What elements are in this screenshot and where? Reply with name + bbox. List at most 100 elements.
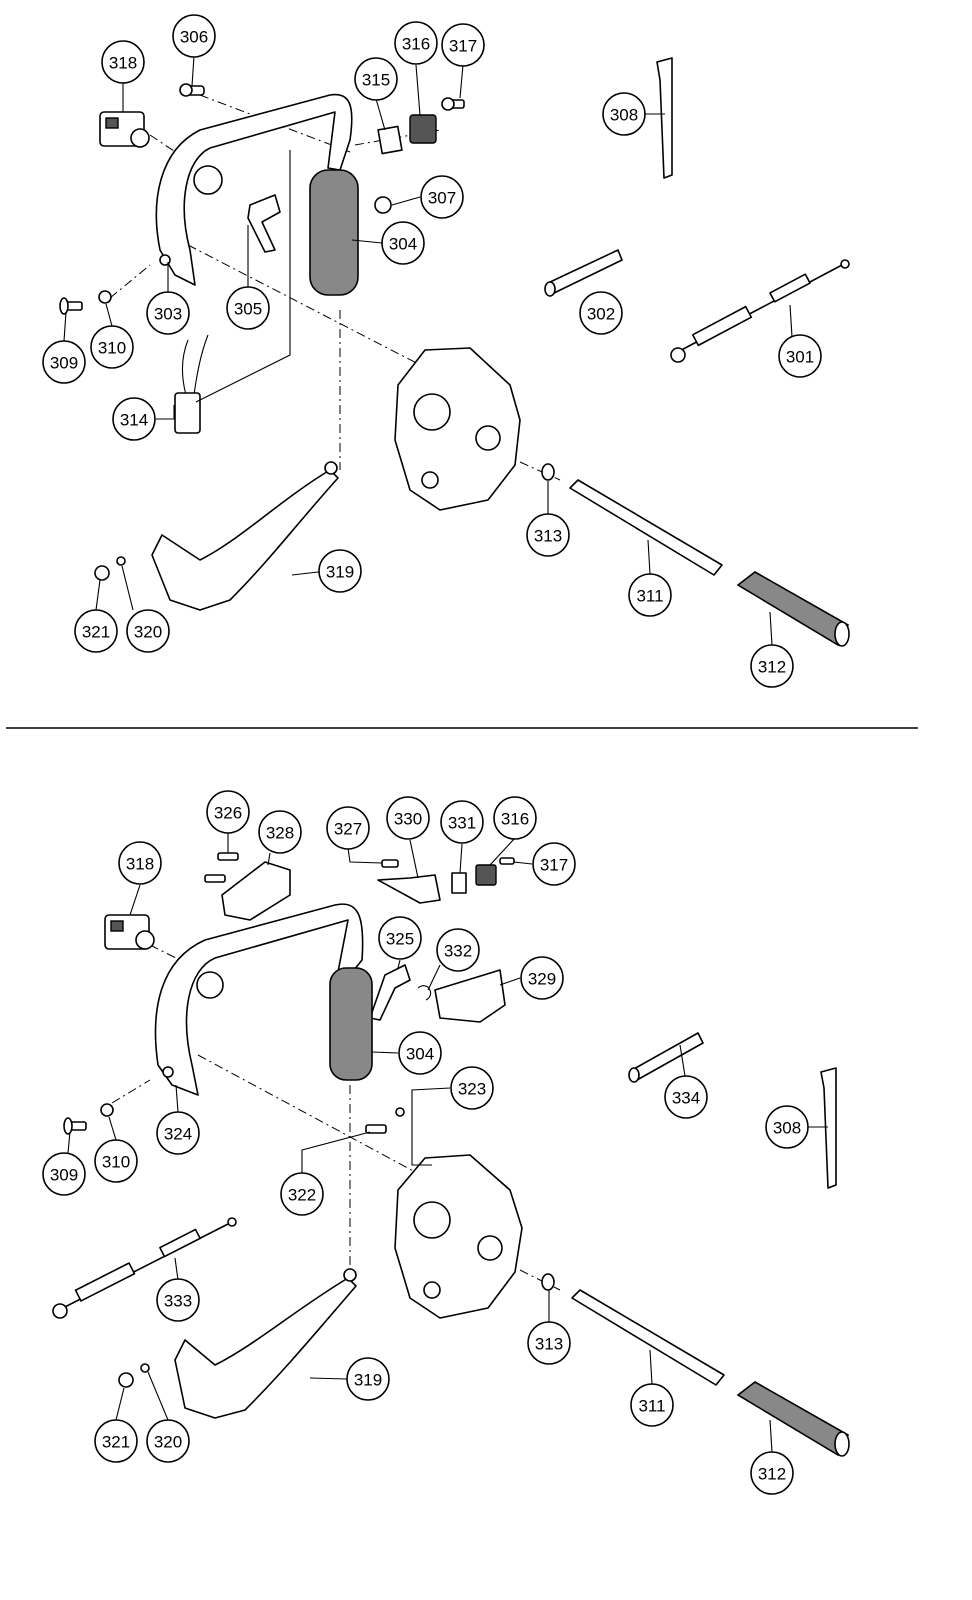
callout-circle [750,1451,794,1495]
switch-318-b [104,914,155,950]
callout-320: 320 [126,609,170,653]
shaft-311-b [571,1289,725,1386]
callout-label: 306 [180,28,208,47]
top-assembly: 3063183153163173083073043023033053013103… [42,14,850,688]
callout-319: 319 [346,1357,390,1401]
callout-326: 326 [206,790,250,834]
spring-332 [417,985,432,1001]
washer-323 [395,1107,405,1117]
callout-circle [126,609,170,653]
callout-314: 314 [112,397,156,441]
callout-307: 307 [420,175,464,219]
callout-308: 308 [602,92,646,136]
callout-label: 313 [534,527,562,546]
callout-circle [378,916,422,960]
callout-circle [346,1357,390,1401]
callout-label: 323 [458,1080,486,1099]
lever-305 [247,194,281,253]
callout-circle [118,841,162,885]
callout-circle [440,800,484,844]
callout-311: 311 [630,1383,674,1427]
callout-circle [90,325,134,369]
tie-strap-308 [656,57,673,179]
callout-332: 332 [436,928,480,972]
callout-label: 303 [154,305,182,324]
grip-304-b [329,967,373,1081]
callout-label: 316 [501,810,529,829]
callout-333: 333 [156,1278,200,1322]
callout-label: 334 [672,1089,700,1108]
plate-331 [451,872,467,894]
callout-label: 314 [120,411,148,430]
tube-334 [631,1032,704,1081]
callout-label: 305 [234,300,262,319]
callout-334: 334 [664,1075,708,1119]
callout-317: 317 [532,842,576,886]
callout-311: 311 [628,573,672,617]
callout-328: 328 [258,810,302,854]
callout-327: 327 [326,806,370,850]
callout-label: 319 [354,1371,382,1390]
callout-label: 311 [638,1397,665,1416]
callout-304: 304 [398,1031,442,1075]
tube-302 [547,249,623,295]
callout-322: 322 [280,1172,324,1216]
callout-circle [628,573,672,617]
callout-label: 312 [758,658,786,677]
callout-316: 316 [394,21,438,65]
callout-303: 303 [146,291,190,335]
screw-317 [441,97,465,111]
callout-circle [450,1066,494,1110]
callout-318: 318 [118,841,162,885]
callout-312: 312 [750,644,794,688]
callout-label: 302 [587,305,615,324]
callout-312: 312 [750,1451,794,1495]
callout-label: 332 [444,942,472,961]
callout-label: 321 [82,623,110,642]
leaders-bottom [67,833,828,1453]
bracket-328 [221,861,291,921]
callout-label: 307 [428,189,456,208]
callout-label: 311 [636,587,663,606]
washer-320-b [140,1363,150,1373]
callout-label: 320 [154,1433,182,1452]
callout-circle [630,1383,674,1427]
callout-circle [156,1278,200,1322]
callout-circle [226,286,270,330]
callout-circle [778,334,822,378]
handle-bar-hole [193,165,223,195]
nut-307 [374,196,392,214]
bracket-319-b [174,1277,357,1419]
callout-323: 323 [450,1066,494,1110]
callout-301: 301 [778,334,822,378]
callout-label: 309 [50,354,78,373]
screw-317-b [499,857,515,865]
connector-314 [174,334,209,434]
callout-label: 320 [134,623,162,642]
callout-321: 321 [74,609,118,653]
bottom-assembly: 3263283273303313163173183253323293043343… [42,790,850,1495]
callout-circle [381,221,425,265]
callout-circle [146,1419,190,1463]
switch-318 [99,111,150,148]
gearcase [394,347,521,511]
callout-circle [74,609,118,653]
handle-bar [155,93,353,286]
callout-circle [258,810,302,854]
callout-313: 313 [527,1321,571,1365]
callout-circle [526,513,570,557]
callout-label: 315 [362,71,390,90]
screws-326 [204,852,239,883]
lever-325 [369,964,411,1021]
callout-325: 325 [378,916,422,960]
callout-label: 328 [266,824,294,843]
shaft-311 [569,479,723,576]
callout-label: 322 [288,1186,316,1205]
callout-circle [664,1075,708,1119]
callout-label: 317 [540,856,568,875]
callout-label: 317 [449,37,477,56]
callout-label: 321 [102,1433,130,1452]
callout-313: 313 [526,513,570,557]
